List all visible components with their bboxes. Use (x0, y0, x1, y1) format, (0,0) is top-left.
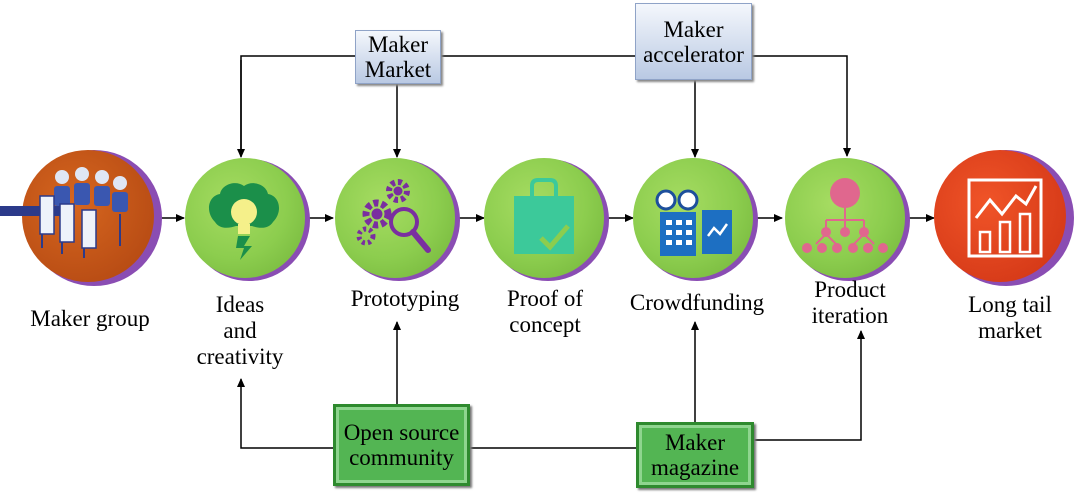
label-crowdfunding: Crowdfunding (629, 290, 765, 315)
box-maker-magazine: Maker magazine (636, 422, 754, 488)
label-maker-group: Maker group (30, 306, 150, 331)
connectors (161, 55, 935, 449)
binoculars-chart-icon (655, 189, 732, 256)
node-ideas (185, 158, 310, 281)
top-line (240, 55, 355, 156)
label-prototyping: Prototyping (350, 286, 460, 311)
box-open-source: Open source community (333, 404, 470, 486)
top-line-right (752, 55, 851, 157)
label-proof: Proof of concept (506, 286, 584, 337)
bottom-line-left (237, 378, 333, 449)
bag-check-icon (514, 178, 574, 254)
label-long-tail: Long tail market (968, 292, 1052, 343)
gears-magnifier-icon (356, 179, 431, 253)
bottom-line-right (754, 330, 865, 441)
box-maker-market: Maker Market (355, 30, 441, 84)
node-long-tail (934, 150, 1074, 286)
box-maker-accelerator: Maker accelerator (635, 3, 752, 80)
label-ideas: Ideas and creativity (196, 292, 284, 369)
node-iteration (785, 158, 910, 281)
lightbulb-brain-icon (208, 183, 280, 260)
label-iteration: Product iteration (811, 277, 889, 328)
growth-chart-icon (967, 178, 1043, 258)
node-proof (484, 158, 609, 281)
meeting-icon (0, 167, 128, 258)
hierarchy-icon (802, 178, 888, 253)
node-maker-group (0, 150, 162, 286)
node-crowdfunding (633, 158, 758, 281)
node-prototyping (335, 158, 460, 281)
